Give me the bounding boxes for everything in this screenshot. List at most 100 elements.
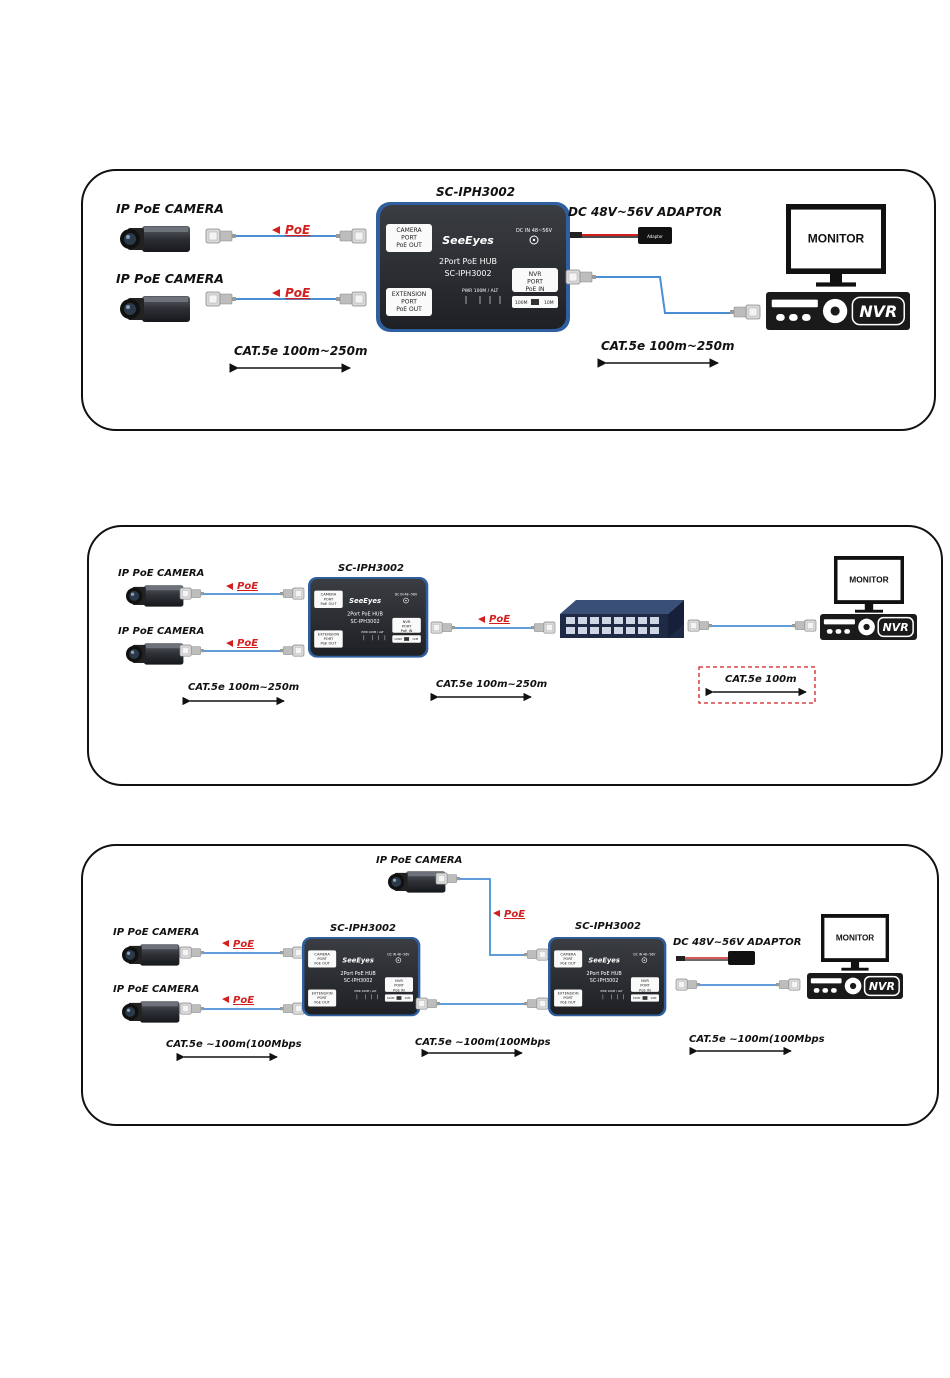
svg-text:PWR 100M / ALT: PWR 100M / ALT [600, 989, 622, 993]
svg-text:10M: 10M [412, 637, 419, 641]
svg-text:CAMERA: CAMERA [314, 952, 330, 956]
svg-text:NVR: NVR [641, 979, 649, 983]
camera-label: IP PoE CAMERA [113, 927, 199, 938]
highlight-box [698, 666, 816, 704]
model-label: SC-IPH3002 [330, 923, 396, 934]
rj45-connector-icon [336, 228, 367, 244]
camera-label: IP PoE CAMERA [113, 984, 199, 995]
svg-text:SC-IPH3002: SC-IPH3002 [344, 978, 373, 984]
ip-camera-icon [120, 226, 190, 252]
svg-text:EXTENSION: EXTENSION [392, 291, 427, 298]
panel-3: IP PoE CAMERA PoE IP PoE CAMERA IP PoE C… [81, 844, 939, 1126]
model-label: SC-IPH3002 [436, 185, 515, 199]
svg-text:PORT: PORT [317, 996, 327, 1000]
svg-text:PoE IN: PoE IN [525, 286, 544, 293]
cable-spec-label: CAT.5e 100m~250m [188, 682, 299, 693]
svg-text:100M: 100M [515, 300, 528, 306]
ip-camera-icon [122, 944, 180, 966]
svg-text:PoE OUT: PoE OUT [314, 1000, 330, 1004]
poe-label: PoE [233, 995, 254, 1006]
svg-text:MONITOR: MONITOR [836, 933, 874, 942]
svg-text:MONITOR: MONITOR [849, 574, 888, 584]
monitor-icon: MONITOR [821, 914, 889, 971]
svg-text:DC IN 48~56V: DC IN 48~56V [516, 228, 553, 234]
svg-text:NVR: NVR [403, 620, 411, 624]
svg-text:DC IN 48~56V: DC IN 48~56V [395, 593, 418, 597]
rj45-connector-icon [430, 621, 455, 634]
poe-label: PoE [233, 939, 254, 950]
svg-text:SC-IPH3002: SC-IPH3002 [350, 619, 379, 625]
svg-text:PORT: PORT [402, 625, 412, 629]
poe-arrow-icon [272, 226, 280, 234]
poe-label: PoE [285, 286, 311, 300]
camera-label: IP PoE CAMERA [116, 201, 224, 216]
svg-text:SeeEyes: SeeEyes [588, 957, 619, 965]
cable-spec-label: CAT.5e ~100m(100Mbps [415, 1037, 551, 1048]
svg-text:2Port PoE HUB: 2Port PoE HUB [439, 257, 497, 266]
poe-arrow-icon [226, 640, 233, 647]
svg-text:CAMERA: CAMERA [560, 952, 576, 956]
svg-text:PoE OUT: PoE OUT [396, 306, 422, 313]
ip-camera-icon [126, 585, 184, 607]
poe-label: PoE [237, 638, 258, 649]
svg-text:PoE IN: PoE IN [401, 629, 413, 633]
rj45-connector-icon [336, 291, 367, 307]
model-label: SC-IPH3002 [575, 921, 641, 932]
svg-text:PWR 100M / ALT: PWR 100M / ALT [361, 630, 384, 634]
camera-label: IP PoE CAMERA [116, 271, 224, 286]
svg-text:DC IN 48~56V: DC IN 48~56V [387, 952, 410, 956]
cable-spec-label: CAT.5e ~100m(100Mbps [166, 1039, 302, 1050]
panel-2: IP PoE CAMERA IP PoE CAMERA PoE PoE SC-I… [87, 525, 943, 786]
svg-text:PoE OUT: PoE OUT [560, 1000, 576, 1004]
svg-text:PORT: PORT [317, 957, 327, 961]
svg-text:PoE IN: PoE IN [393, 988, 405, 992]
poe-label: PoE [285, 223, 311, 237]
svg-text:PORT: PORT [401, 235, 417, 242]
svg-text:PoE OUT: PoE OUT [314, 961, 330, 965]
poe-label: PoE [504, 909, 525, 920]
svg-text:DC IN 48~56V: DC IN 48~56V [633, 952, 656, 956]
ip-camera-icon [122, 1001, 180, 1023]
ip-camera-icon [126, 643, 184, 665]
ethernet-cable [460, 878, 524, 956]
svg-text:100M: 100M [387, 996, 395, 1000]
svg-text:PORT: PORT [394, 984, 404, 988]
camera-label: IP PoE CAMERA [118, 568, 204, 579]
rj45-connector-icon [687, 619, 712, 632]
adaptor-tag: Adaptor [647, 234, 663, 239]
svg-text:2Port PoE HUB: 2Port PoE HUB [347, 611, 383, 617]
panel-frame [81, 169, 936, 431]
svg-text:EXTENSION: EXTENSION [318, 632, 340, 636]
svg-text:PORT: PORT [324, 637, 334, 641]
monitor-icon: MONITOR [834, 556, 904, 613]
rj45-connector-icon [730, 304, 761, 320]
poe-arrow-icon [222, 996, 229, 1003]
power-adaptor-icon [728, 951, 755, 965]
svg-text:NVR: NVR [883, 621, 909, 634]
panel-1: IP PoE CAMERA IP PoE CAMERA PoE PoE SC-I… [81, 169, 936, 431]
svg-text:PWR 100M / ALT: PWR 100M / ALT [462, 288, 499, 294]
rj45-connector-icon [524, 997, 549, 1010]
cable-spec-label: CAT.5e ~100m(100Mbps [689, 1034, 825, 1045]
rj45-connector-icon [179, 587, 204, 600]
svg-text:PORT: PORT [563, 957, 573, 961]
nvr-recorder-icon: NVR [766, 292, 910, 330]
rj45-connector-icon [205, 291, 236, 307]
adaptor-label: DC 48V~56V ADAPTOR [673, 937, 801, 948]
model-label: SC-IPH3002 [338, 563, 404, 574]
poe-arrow-icon [272, 289, 280, 297]
svg-text:PORT: PORT [640, 984, 650, 988]
panel-frame [81, 844, 939, 1126]
cable-spec-label: CAT.5e 100m [725, 674, 797, 685]
rj45-connector-icon [179, 644, 204, 657]
svg-text:100M: 100M [633, 996, 641, 1000]
poe-arrow-icon [226, 583, 233, 590]
svg-text:SC-IPH3002: SC-IPH3002 [444, 269, 491, 278]
panel-frame [87, 525, 943, 786]
rj45-connector-icon [524, 948, 549, 961]
camera-label: IP PoE CAMERA [118, 626, 204, 637]
rj45-connector-icon [280, 1002, 305, 1015]
svg-text:PWR 100M / ALT: PWR 100M / ALT [354, 989, 376, 993]
